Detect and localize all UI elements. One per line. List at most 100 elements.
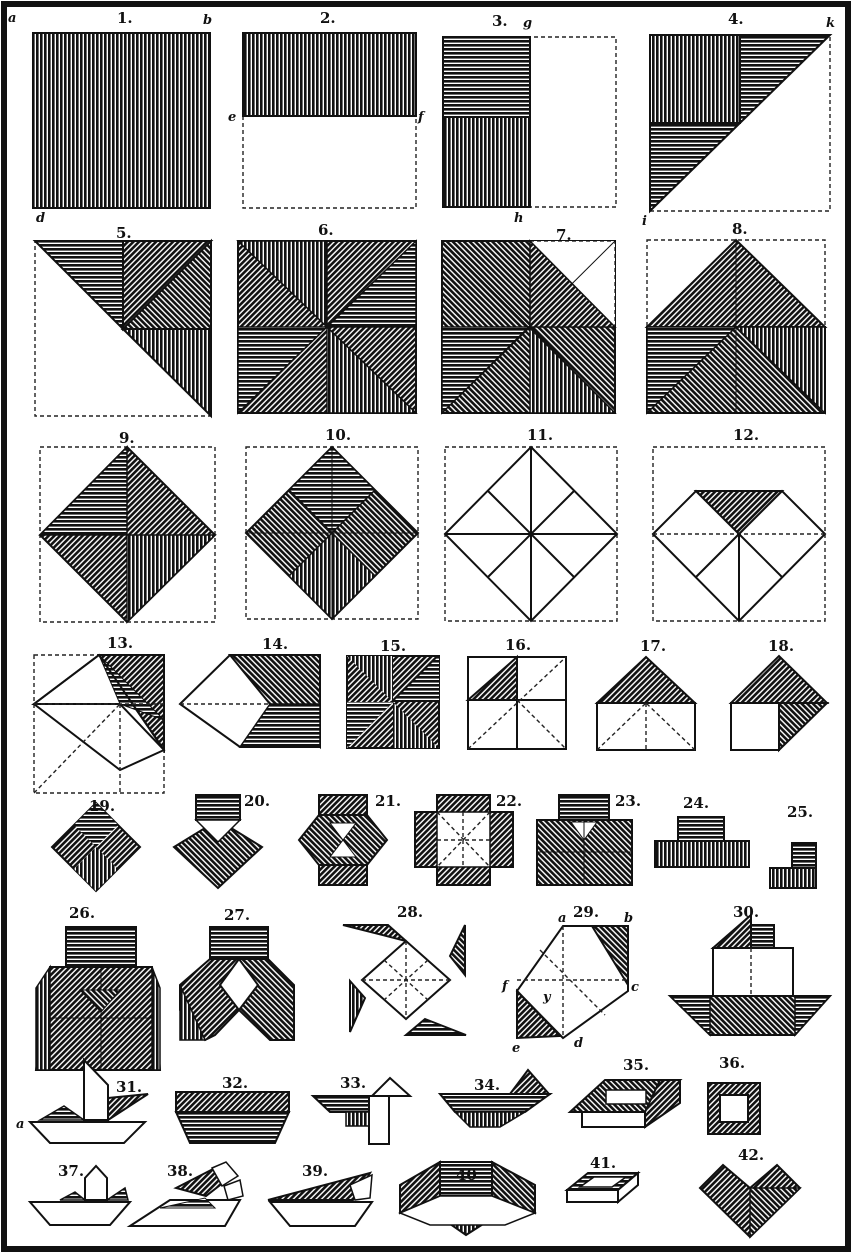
svg-text:20.: 20. (244, 792, 270, 810)
figure-19: 19. (52, 797, 140, 891)
svg-text:39.: 39. (302, 1162, 328, 1180)
figure-27: 27. (180, 906, 294, 1040)
figure-42: 42. (700, 1146, 800, 1237)
svg-text:37.: 37. (58, 1162, 84, 1180)
figure-40: 40 (400, 1162, 535, 1235)
figure-38: 38. (130, 1162, 243, 1226)
figure-15: 15. (347, 637, 439, 748)
svg-text:y: y (542, 990, 552, 1005)
svg-text:8.: 8. (732, 220, 748, 238)
figure-11: 11. (445, 426, 617, 621)
figure-31: 31. a (16, 1060, 148, 1143)
figure-14: 14. (180, 635, 320, 747)
svg-text:b: b (624, 911, 633, 926)
svg-text:4.: 4. (728, 10, 744, 28)
svg-text:3.: 3. (492, 12, 508, 30)
svg-text:2.: 2. (320, 9, 336, 27)
svg-text:a: a (8, 11, 16, 26)
figure-34: 34. (440, 1070, 550, 1127)
svg-text:36.: 36. (719, 1054, 745, 1072)
figure-39: 39. (268, 1162, 372, 1226)
figure-32: 32. (176, 1074, 289, 1143)
figure-13: 13. (34, 634, 164, 793)
svg-text:17.: 17. (640, 637, 666, 655)
figure-35: 35. (570, 1056, 680, 1127)
figure-30: 30. (670, 903, 830, 1035)
svg-text:38.: 38. (167, 1162, 193, 1180)
figure-26: 26. (36, 904, 160, 1070)
svg-text:1.: 1. (117, 9, 133, 27)
figure-2: 2. e f (228, 9, 426, 208)
svg-text:19.: 19. (89, 797, 115, 815)
svg-text:11.: 11. (527, 426, 553, 444)
figure-6: 6. (238, 221, 416, 413)
svg-text:25.: 25. (787, 803, 813, 821)
svg-text:24.: 24. (683, 794, 709, 812)
figure-17: 17. (597, 637, 695, 750)
svg-text:15.: 15. (380, 637, 406, 655)
svg-text:33.: 33. (340, 1074, 366, 1092)
svg-text:7.: 7. (556, 226, 572, 244)
svg-text:26.: 26. (69, 904, 95, 922)
figure-16: 16. (468, 636, 566, 749)
svg-text:34.: 34. (474, 1076, 500, 1094)
figure-12: 12. (653, 426, 825, 621)
figure-8: 8. (647, 220, 825, 413)
svg-text:22.: 22. (496, 792, 522, 810)
svg-text:d: d (36, 211, 45, 226)
svg-text:32.: 32. (222, 1074, 248, 1092)
figure-25: 25. (770, 803, 816, 888)
figure-1: 1. a b d (8, 9, 212, 226)
svg-text:e: e (228, 110, 236, 125)
svg-text:27.: 27. (224, 906, 250, 924)
svg-text:a: a (558, 911, 566, 926)
svg-text:5.: 5. (116, 224, 132, 242)
svg-text:i: i (642, 214, 647, 229)
svg-text:42.: 42. (738, 1146, 764, 1164)
svg-text:16.: 16. (505, 636, 531, 654)
figure-36: 36. (708, 1054, 760, 1134)
svg-text:14.: 14. (262, 635, 288, 653)
figure-10: 10. (246, 426, 418, 619)
svg-text:a: a (16, 1117, 24, 1132)
figure-24: 24. (655, 794, 749, 867)
svg-text:9.: 9. (119, 429, 135, 447)
figure-9: 9. (40, 429, 215, 622)
figure-33: 33. (313, 1074, 410, 1144)
svg-text:23.: 23. (615, 792, 641, 810)
figure-37: 37. (30, 1162, 130, 1225)
svg-text:13.: 13. (107, 634, 133, 652)
svg-text:18.: 18. (768, 637, 794, 655)
svg-text:35.: 35. (623, 1056, 649, 1074)
figure-21: 21. (299, 792, 401, 885)
figure-23: 23. (537, 792, 641, 885)
svg-text:f: f (501, 979, 510, 994)
svg-text:40: 40 (456, 1166, 477, 1184)
svg-text:g: g (523, 16, 532, 31)
figure-29: 29. a b c d e f y (501, 903, 639, 1056)
figure-28: 28. (343, 903, 466, 1035)
svg-text:6.: 6. (318, 221, 334, 239)
figure-4: 4. k i (642, 10, 835, 229)
figure-5: 5. (35, 224, 211, 416)
svg-text:29.: 29. (573, 903, 599, 921)
svg-text:h: h (514, 211, 523, 226)
svg-text:f: f (417, 110, 426, 125)
svg-text:28.: 28. (397, 903, 423, 921)
figure-7: 7. (442, 226, 615, 413)
svg-text:30.: 30. (733, 903, 759, 921)
svg-text:b: b (203, 13, 212, 28)
svg-text:12.: 12. (733, 426, 759, 444)
figure-41: 41. (567, 1154, 638, 1202)
figure-3: 3. g h (443, 12, 616, 226)
svg-text:21.: 21. (375, 792, 401, 810)
svg-text:e: e (512, 1041, 520, 1056)
figure-22: 22. (415, 792, 522, 885)
svg-text:c: c (631, 980, 639, 995)
svg-text:d: d (574, 1036, 583, 1051)
svg-text:31.: 31. (116, 1078, 142, 1096)
svg-text:41.: 41. (590, 1154, 616, 1172)
svg-text:10.: 10. (325, 426, 351, 444)
figure-20: 20. (174, 792, 270, 888)
